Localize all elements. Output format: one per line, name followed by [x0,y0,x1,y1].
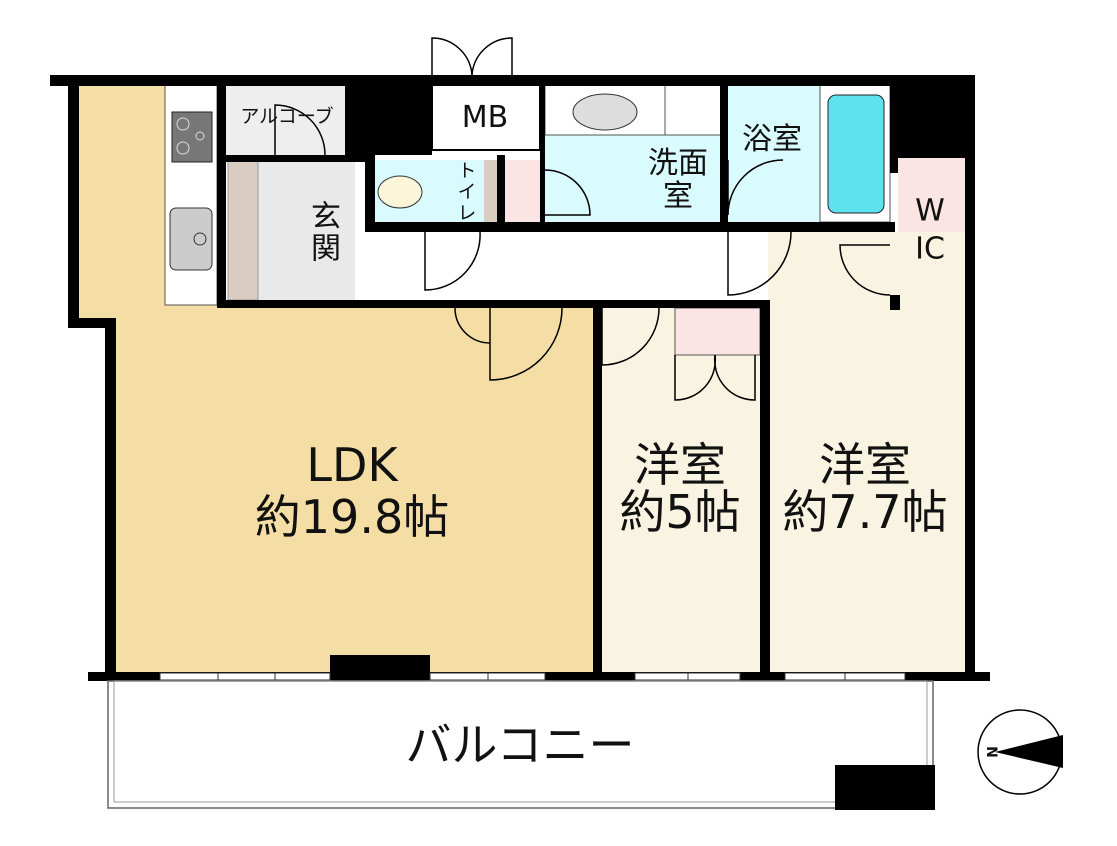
ldk-label: LDK [306,438,398,492]
linen-closet [505,160,540,222]
wic-label: WIC [915,193,945,267]
western1-size: 約5帖 [619,485,741,539]
bath-floor [728,85,820,222]
windows [159,672,906,681]
alcove-floor [225,85,345,155]
compass-north-label: N [983,746,999,758]
ldk-size: 約19.8帖 [254,490,450,544]
toilet-label: トイレ [454,160,477,224]
balcony-unit [835,765,935,810]
entrance-label: 玄関 [305,200,340,264]
western2-label: 洋室 [819,438,911,492]
toilet-icon [377,175,423,209]
western2-size: 約7.7帖 [782,485,948,539]
basin-icon [572,93,638,131]
shoe-cabinet [227,159,259,301]
hall-floor [355,232,720,300]
compass-icon [977,709,1063,795]
ldk-floor [78,85,595,672]
western2-floor [768,232,965,672]
mb-label: MB [461,100,509,135]
alcove-label: アルコーブ [240,105,334,128]
balcony-label: バルコニー [405,718,635,772]
western1-label: 洋室 [634,438,726,492]
sink-icon [169,207,213,271]
bathtub [827,94,885,214]
stove-icon [171,111,213,163]
western1-floor [600,308,762,672]
bath-label: 浴室 [742,122,802,157]
closet [674,307,761,356]
washroom-label: 洗面室 [648,146,708,214]
door-swings [274,37,891,401]
